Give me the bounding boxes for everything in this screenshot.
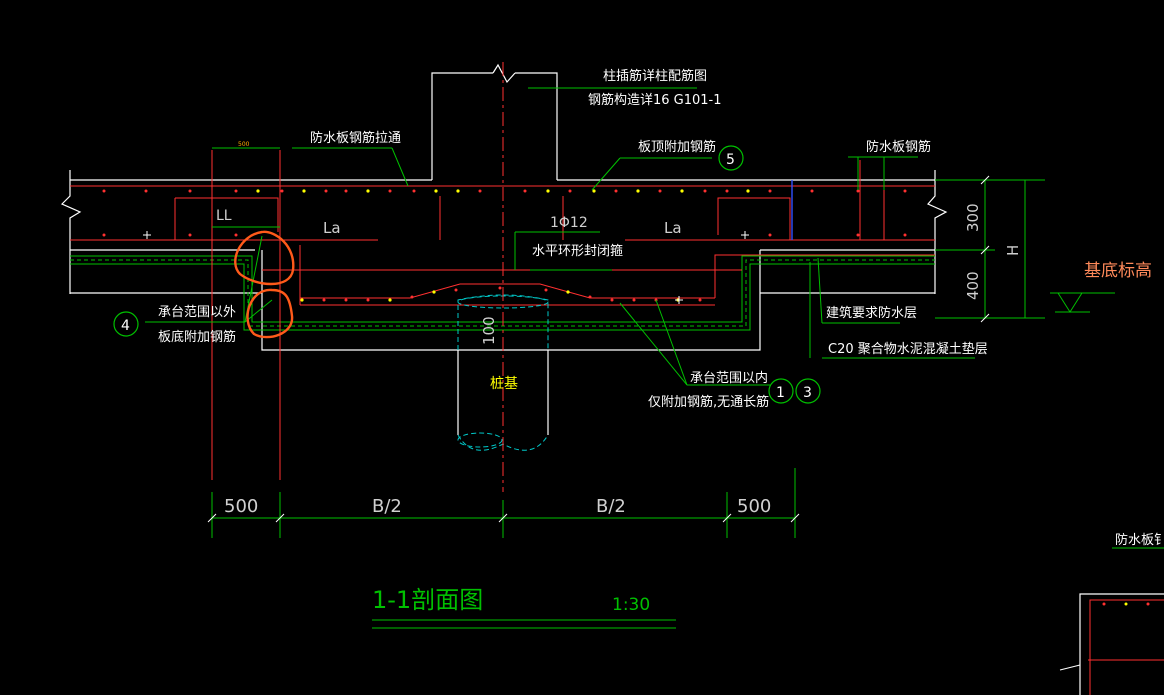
concrete-outline [60,63,948,435]
tick-marks [207,175,990,523]
column-note-2: 钢筋构造详16 G101-1 [588,92,722,108]
cross-markers [143,231,749,304]
slab-top-extra: 板顶附加钢筋 [638,139,716,155]
waterproof-layer: 建筑要求防水层 [826,305,917,321]
adjacent-detail [1059,547,1164,695]
dim-500-right: 500 [737,496,771,517]
section-title: 1-1剖面图 [372,586,483,614]
circle-3-label: 3 [803,385,812,401]
dim-400: 400 [964,271,982,300]
slab-rebar-through: 防水板钢筋拉通 [310,130,401,146]
column-note-1: 柱插筋详柱配筋图 [603,68,707,84]
LL-label: LL [216,208,232,224]
outside-cap-1: 承台范围以外 [158,305,236,320]
La-left-label: La [323,219,341,237]
waterproof-slab-rebar: 防水板钢筋 [866,139,931,155]
dim-300: 300 [964,203,982,232]
dim-500-left: 500 [224,496,258,517]
edge-label: 防水板钅 [1115,532,1164,548]
markup-scribbles [234,230,295,339]
La-right-label: La [664,219,682,237]
stirrup-top: 1Φ12 [550,215,588,231]
stirrup-bottom: 水平环形封闭箍 [532,243,623,259]
rebar-dots-top [102,189,907,302]
dim-100: 100 [480,316,498,345]
annotation-text: 柱插筋详柱配筋图 钢筋构造详16 G101-1 防水板钢筋拉通 板顶附加钢筋 5… [121,68,1164,615]
dim-top-500: 500 [238,141,250,148]
dim-B2-left: B/2 [372,496,402,517]
circle-5-label: 5 [726,152,735,168]
inside-cap-1: 承台范围以内 [690,370,768,386]
rebar-lines [70,150,935,480]
circle-symbols [113,145,821,404]
waterproof-layers [70,255,935,331]
inside-cap-2: 仅附加钢筋,无通长筋 [648,394,769,410]
circle-4-label: 4 [121,318,130,334]
pile-label: 桩基 [490,375,518,392]
circle-1-label: 1 [776,385,785,401]
leader-lines [145,87,1115,629]
dim-B2-right: B/2 [596,496,626,517]
scale-label: 1:30 [612,595,650,615]
outside-cap-2: 板底附加钢筋 [158,329,236,345]
dim-H: H [1004,245,1022,256]
cushion-label: C20 聚合物水泥混凝土垫层 [828,341,988,357]
base-elevation: 基底标高 [1084,261,1152,281]
